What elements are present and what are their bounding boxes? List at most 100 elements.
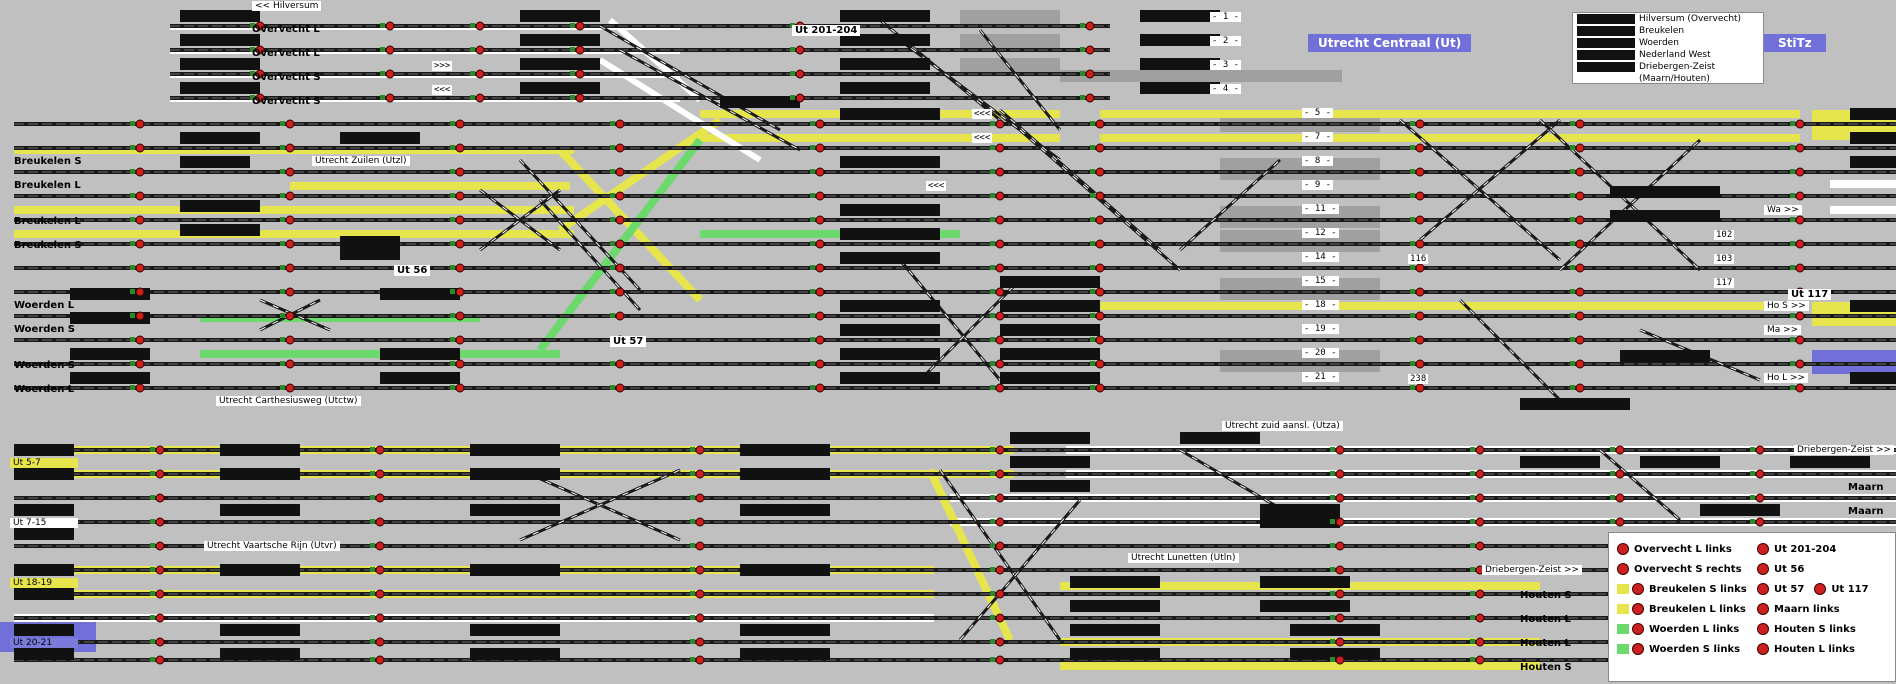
track-group-ut-7-15[interactable]: Ut 7-15: [10, 518, 78, 528]
signal-aspect-icon: [690, 447, 695, 452]
track-block: [220, 444, 300, 456]
signal-icon: [135, 119, 145, 129]
label-houten-s-2[interactable]: Houten S: [1520, 662, 1572, 673]
signal-icon: [1335, 637, 1345, 647]
platform-number-4: - 4 -: [1210, 84, 1242, 94]
track-block: [1850, 156, 1896, 168]
signal-aspect-icon: [150, 591, 155, 596]
tag-driebergen-bottom[interactable]: Driebergen-Zeist >>: [1482, 565, 1583, 575]
label-woerden-l-1[interactable]: Woerden L: [14, 300, 75, 311]
label-houten-s-1[interactable]: Houten S: [1520, 590, 1572, 601]
signal-aspect-icon: [990, 313, 995, 318]
label-breukelen-s-2[interactable]: Breukelen S: [14, 240, 82, 251]
label-woerden-l-2[interactable]: Woerden L: [14, 384, 75, 395]
signal-icon: [1575, 143, 1585, 153]
crossover-detail: [1419, 119, 1561, 241]
signal-aspect-icon: [1330, 567, 1335, 572]
label-overvecht-s-2[interactable]: Overvecht S: [252, 96, 321, 107]
legend-label: Breukelen S links: [1649, 583, 1747, 595]
green-swatch-icon: [1617, 624, 1629, 634]
signal-aspect-icon: [1750, 495, 1755, 500]
signal-icon: [285, 191, 295, 201]
tag-ut-57[interactable]: Ut 57: [610, 336, 647, 347]
label-houten-l-2[interactable]: Houten L: [1520, 638, 1571, 649]
track-group-ut-5-7[interactable]: Ut 5-7: [10, 458, 78, 468]
signal-aspect-icon: [690, 567, 695, 572]
track-group-ut-20-21[interactable]: Ut 20-21: [10, 638, 78, 648]
signal-icon: [1615, 469, 1625, 479]
signal-icon: [1415, 143, 1425, 153]
signal-icon: [285, 143, 295, 153]
tag-ut-117[interactable]: Ut 117: [1788, 289, 1832, 300]
track-block: [1000, 324, 1100, 336]
track-block: [380, 348, 460, 360]
crossover-detail: [1179, 159, 1281, 251]
label-breukelen-s-1[interactable]: Breukelen S: [14, 156, 82, 167]
signal-aspect-icon: [130, 193, 135, 198]
track-block: [14, 564, 74, 576]
label-overvecht-l-2[interactable]: Overvecht L: [252, 48, 320, 59]
signal-aspect-icon: [1610, 471, 1615, 476]
signal-icon: [1085, 69, 1095, 79]
legend-label: Breukelen L links: [1649, 603, 1746, 615]
legend-row-4: Breukelen L links: [1617, 599, 1747, 619]
signal-aspect-icon: [810, 169, 815, 174]
legend-label: Ut 57: [1774, 583, 1805, 595]
track-block: [1000, 372, 1100, 384]
label-houten-l-1[interactable]: Houten L: [1520, 614, 1571, 625]
signal-icon: [1795, 383, 1805, 393]
legend-row-r1: Ut 201-204: [1757, 539, 1869, 559]
track-block: [1010, 456, 1090, 468]
label-overvecht-l-1[interactable]: Overvecht L: [252, 24, 320, 35]
signal-icon: [155, 469, 165, 479]
signal-aspect-icon: [150, 447, 155, 452]
signal-aspect-icon: [1790, 217, 1795, 222]
signal-aspect-icon: [990, 495, 995, 500]
signal-aspect-icon: [1570, 145, 1575, 150]
tag-ut-201-204[interactable]: Ut 201-204: [792, 25, 861, 36]
signal-icon: [455, 215, 465, 225]
legend-label: Overvecht S rechts: [1634, 563, 1742, 575]
platform-number-2: - 2 -: [1210, 36, 1242, 46]
track-block: [1850, 132, 1896, 144]
signal-icon: [995, 469, 1005, 479]
signal-icon: [695, 541, 705, 551]
label-woerden-s-2[interactable]: Woerden S: [14, 360, 76, 371]
signal-aspect-icon: [1570, 337, 1575, 342]
label-maarn-2[interactable]: Maarn: [1848, 506, 1884, 517]
track-block: [840, 324, 940, 336]
tag-ut-56[interactable]: Ut 56: [394, 265, 431, 276]
station-stitz[interactable]: StiTz: [1764, 34, 1826, 52]
label-maarn-1[interactable]: Maarn: [1848, 482, 1884, 493]
signal-icon: [575, 21, 585, 31]
tag-driebergen-top[interactable]: Driebergen-Zeist >>: [1794, 445, 1895, 455]
station-utrecht-centraal[interactable]: Utrecht Centraal (Ut): [1308, 34, 1472, 52]
legend-driebergen: Driebergen-Zeist: [1639, 62, 1716, 72]
signal-aspect-icon: [1790, 145, 1795, 150]
label-woerden-s-1[interactable]: Woerden S: [14, 324, 76, 335]
signal-aspect-icon: [450, 337, 455, 342]
signal-aspect-icon: [280, 241, 285, 246]
signal-icon: [155, 637, 165, 647]
signal-aspect-icon: [1090, 217, 1095, 222]
crossover-detail: [599, 25, 781, 131]
tag-ma[interactable]: Ma >>: [1764, 325, 1802, 335]
track-group-ut-18-19[interactable]: Ut 18-19: [10, 578, 78, 588]
tag-ho-s[interactable]: Ho S >>: [1764, 301, 1809, 311]
label-overvecht-s-1[interactable]: Overvecht S: [252, 72, 321, 83]
label-breukelen-l-2[interactable]: Breukelen L: [14, 216, 81, 227]
legend-label: Houten S links: [1774, 623, 1856, 635]
tag-wa[interactable]: Wa >>: [1764, 205, 1802, 215]
track-block: [740, 564, 830, 576]
signal-icon: [1795, 167, 1805, 177]
route-yellow: [700, 134, 1060, 142]
crossover-detail: [939, 469, 1061, 641]
route-yellow: [1060, 662, 1540, 670]
signal-icon: [455, 383, 465, 393]
legend-row-5: Woerden L links: [1617, 619, 1747, 639]
signal-aspect-icon: [990, 217, 995, 222]
label-breukelen-l-1[interactable]: Breukelen L: [14, 180, 81, 191]
track-block: [1610, 210, 1720, 222]
signal-aspect-icon: [1570, 217, 1575, 222]
tag-ho-l[interactable]: Ho L >>: [1764, 373, 1809, 383]
